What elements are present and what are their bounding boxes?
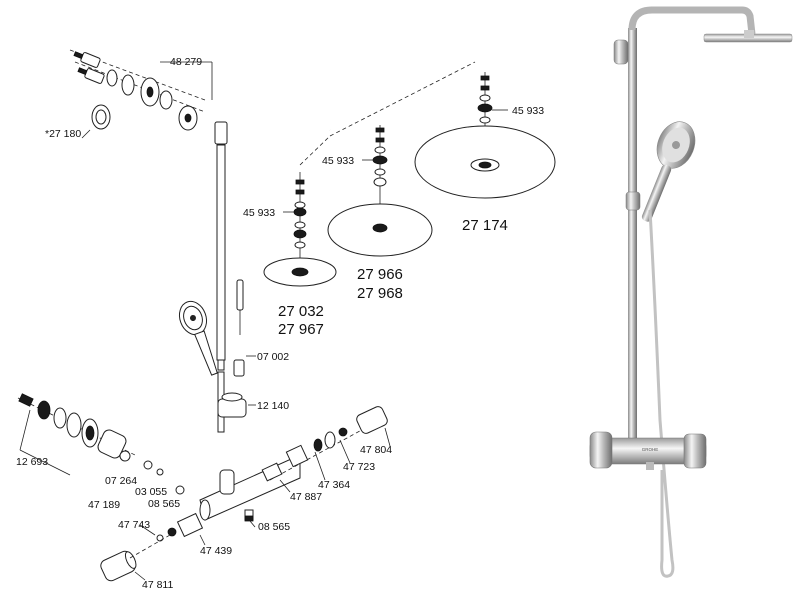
head-shower-small: 45 933 27 032 27 967	[243, 172, 337, 338]
label-27967: 27 967	[278, 321, 324, 338]
brand-logo: GROHE	[642, 447, 659, 452]
head-shower-medium: 45 933 27 966 27 968	[322, 125, 433, 302]
label-47439: 47 439	[200, 545, 232, 557]
label-47189: 47 189	[88, 499, 120, 511]
label-12140: 12 140	[257, 400, 289, 412]
label-07264: 07 264	[105, 475, 137, 487]
label-47811: 47 811	[142, 579, 173, 591]
label-27968: 27 968	[357, 285, 403, 302]
label-47887: 47 887	[290, 491, 322, 503]
label-45933-left: 45 933	[243, 207, 275, 219]
label-08565-left: 08 565	[148, 498, 180, 510]
label-03055: 03 055	[135, 486, 167, 498]
label-47723: 47 723	[343, 461, 375, 473]
rosette-part: *27 180	[45, 104, 111, 140]
label-27966: 27 966	[357, 266, 403, 283]
label-27032: 27 032	[278, 303, 324, 320]
hand-shower-and-holder: 07 002 12 140	[178, 279, 289, 418]
bottom-outlet-parts: 47 743 47 439 08 565 47 811	[100, 512, 290, 591]
wall-bracket-assembly: 48 279	[69, 49, 213, 131]
label-45933-mid: 45 933	[322, 155, 354, 167]
head-shower-large: 45 933 27 174	[414, 72, 556, 234]
right-cartridge-stack: 47 804 47 723 47 364 47 887	[261, 406, 392, 503]
label-08565-right: 08 565	[258, 521, 290, 533]
label-27174: 27 174	[462, 217, 508, 234]
left-cartridge-stack: 12 693 07 264 03 055 47 189 08 565	[16, 393, 185, 511]
label-47743: 47 743	[118, 519, 150, 531]
thermostat-body	[199, 454, 301, 521]
label-48279: 48 279	[170, 56, 202, 68]
label-47364: 47 364	[318, 479, 350, 491]
label-07002: 07 002	[257, 351, 289, 363]
label-12693: 12 693	[16, 456, 48, 468]
label-47804: 47 804	[360, 444, 392, 456]
label-27180: *27 180	[45, 128, 81, 140]
product-photo: GROHE	[589, 6, 793, 578]
label-45933-right: 45 933	[512, 105, 544, 117]
